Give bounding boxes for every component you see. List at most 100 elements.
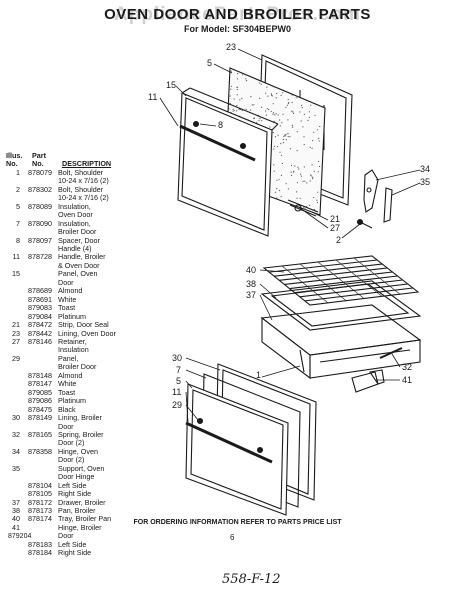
callout-11: 11: [148, 92, 158, 102]
callout-30: 30: [172, 353, 183, 363]
callout-5: 5: [207, 58, 213, 68]
illus-number: 15: [12, 269, 20, 279]
page-number: 6: [230, 533, 235, 542]
illus-number: 5: [16, 201, 20, 211]
legend-row: & Oven Door: [6, 260, 166, 270]
part-description: White: [58, 294, 77, 304]
part-description: Door: [58, 421, 74, 431]
callout-35: 35: [420, 177, 431, 187]
part-description: Broiler Door: [58, 362, 97, 372]
illus-number: 1: [16, 167, 20, 177]
part-description: Hinge, Oven: [58, 446, 98, 456]
callout-21: 21: [330, 214, 341, 224]
header-illus-line1: Illus.: [6, 151, 23, 160]
watermark: AppliancePartsPros.com: [114, 4, 361, 25]
callout-41: 41: [402, 375, 413, 385]
legend-row: Door: [6, 421, 166, 431]
legend-header-top: Illus. Part: [6, 151, 166, 160]
legend-row: 1 878079 Bolt, Shoulder: [6, 167, 166, 177]
part-number: 878079: [28, 167, 52, 177]
part-description: Bolt, Shoulder: [58, 167, 104, 177]
part-number: 878174: [28, 514, 52, 524]
part-number: 878184: [28, 548, 52, 558]
part-number: 878090: [28, 218, 52, 228]
model-number: For Model: SF304BEPW0: [183, 24, 291, 34]
part-description: Door Hinge: [58, 472, 95, 482]
part-description: Insulation: [58, 345, 89, 355]
part-description: Toast: [58, 303, 76, 313]
illus-number: 30: [12, 413, 20, 423]
part-description: Spacer, Door: [58, 235, 100, 245]
part-description: Panel,: [58, 353, 79, 363]
callout-2: 2: [336, 235, 342, 245]
illus-number: 23: [12, 328, 20, 338]
part-description: & Oven Door: [58, 260, 100, 270]
callout-11-broiler: 11: [172, 387, 182, 397]
part-number: 878183: [28, 539, 52, 549]
part-number: 878173: [28, 506, 52, 516]
part-description: Black: [58, 404, 76, 414]
broiler-door-hinge: [351, 369, 385, 393]
part-number: 878172: [28, 497, 52, 507]
broiler-door-spring: [379, 347, 403, 359]
part-description: Platinum: [58, 396, 86, 406]
part-number: 878691: [28, 294, 52, 304]
part-number: 878358: [28, 446, 52, 456]
legend-row: Handle (4): [6, 244, 166, 253]
legend-row: 878691 White: [6, 294, 166, 304]
part-number: 879084: [28, 311, 52, 321]
illus-number: 40: [12, 514, 20, 524]
callout-38: 38: [246, 279, 257, 289]
part-description: Almond: [58, 370, 83, 380]
part-description: Hinge, Broiler: [58, 522, 102, 532]
part-description: Support, Oven: [58, 463, 105, 473]
callout-5-broiler: 5: [176, 376, 182, 386]
part-description: Strip, Door Seal: [58, 320, 109, 330]
broiler-door-panel: [185, 383, 289, 516]
callout-37: 37: [246, 290, 257, 300]
part-description: White: [58, 379, 77, 389]
illus-number: 7: [16, 218, 20, 228]
legend-row: Door: [6, 531, 166, 541]
part-description: 10-24 x 7/16 (2): [58, 193, 109, 203]
callout-27: 27: [330, 223, 341, 233]
part-description: Tray, Broiler Pan: [58, 514, 112, 524]
illus-number: 2: [16, 184, 20, 194]
oven-door-hinge: [363, 169, 393, 223]
legend-row: Oven Door: [6, 210, 166, 219]
part-number: 878302: [28, 184, 52, 194]
header-part-line2: No.: [32, 159, 44, 169]
legend-row: 10-24 x 7/16 (2): [6, 176, 166, 185]
part-description: Door: [58, 277, 74, 287]
part-description: Door: [58, 531, 74, 541]
part-description: Toast: [58, 387, 76, 397]
broiler-drawer: [260, 304, 422, 380]
shoulder-bolt: [356, 218, 373, 229]
part-description: Insulation,: [58, 218, 91, 228]
legend-row: Broiler Door: [6, 362, 166, 372]
legend-header-bottom: No. No. DESCRIPTION: [6, 159, 166, 169]
document-number: 879204: [8, 533, 32, 540]
legend-row: Door (2): [6, 438, 166, 447]
part-number: 879083: [28, 303, 52, 313]
legend-row: 7 878090 Insulation,: [6, 218, 166, 228]
part-number: 878146: [28, 336, 52, 346]
